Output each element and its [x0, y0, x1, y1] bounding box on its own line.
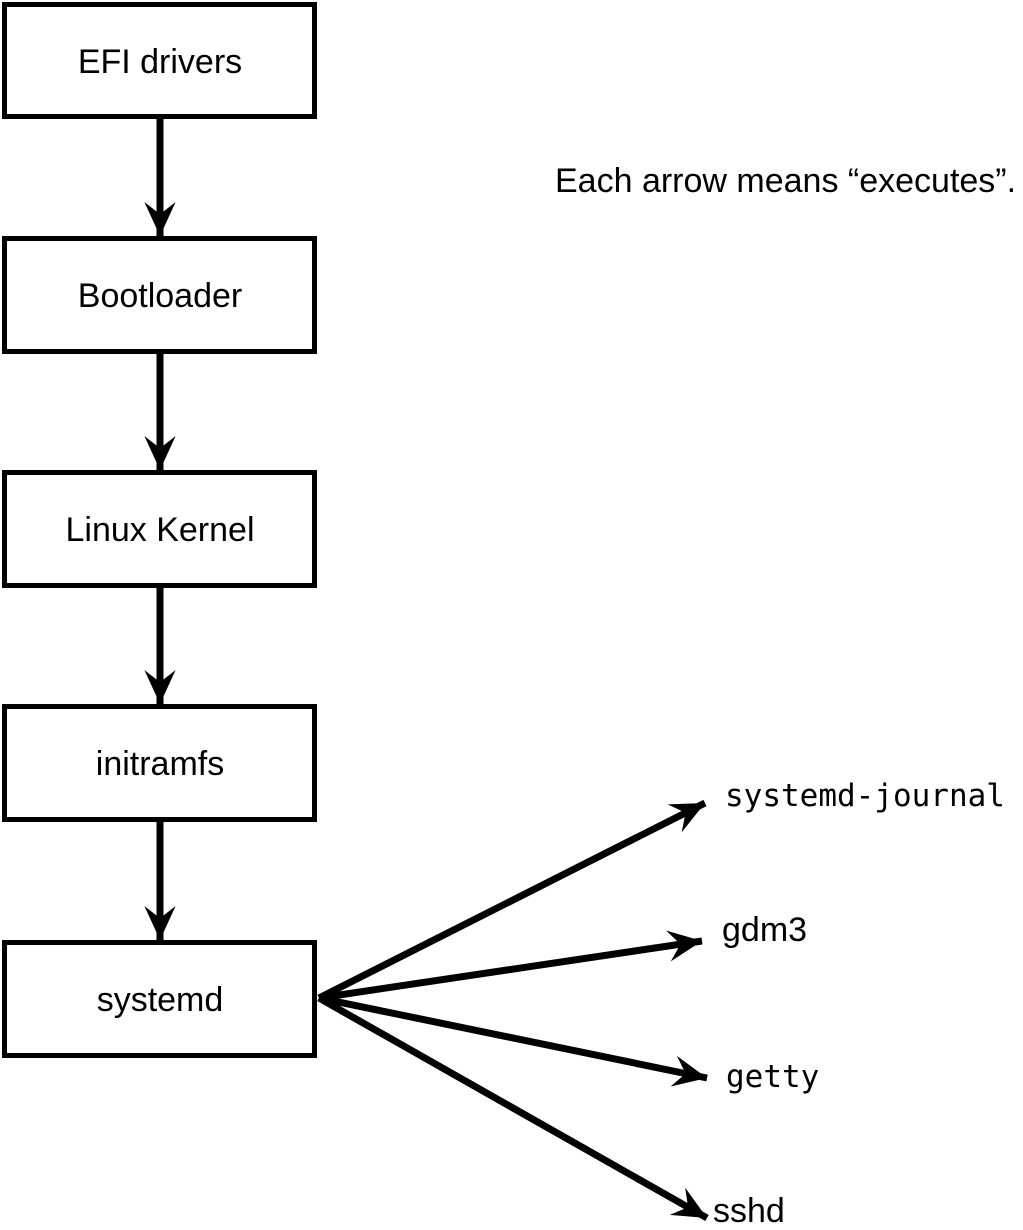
flow-box-label-initramfs: initramfs	[96, 745, 224, 783]
flow-box-initramfs	[2, 704, 317, 822]
arrow-systemd-to-gdm3	[318, 930, 703, 1002]
flow-box-label-efi-drivers: EFI drivers	[78, 43, 242, 81]
arrow-systemd-to-systemd-journal	[317, 799, 707, 1002]
arrow-systemd-to-sshd	[317, 994, 709, 1222]
process-label-sshd: sshd	[713, 1192, 785, 1230]
process-label-gdm3: gdm3	[722, 911, 807, 949]
flow-box-label-linux-kernel: Linux Kernel	[65, 511, 254, 549]
flow-box-linux-kernel	[2, 470, 317, 588]
flow-box-label-bootloader: Bootloader	[78, 277, 242, 315]
flow-box-label-systemd: systemd	[97, 981, 224, 1019]
process-label-systemd-journal: systemd-journal	[725, 778, 1005, 814]
flow-box-systemd	[2, 940, 317, 1058]
process-label-getty: getty	[726, 1059, 819, 1095]
flow-box-efi-drivers	[2, 2, 317, 119]
flow-box-bootloader	[2, 236, 317, 354]
annotation-arrow-meaning: Each arrow means “executes”.	[555, 162, 1016, 200]
arrow-systemd-to-getty	[318, 994, 708, 1087]
